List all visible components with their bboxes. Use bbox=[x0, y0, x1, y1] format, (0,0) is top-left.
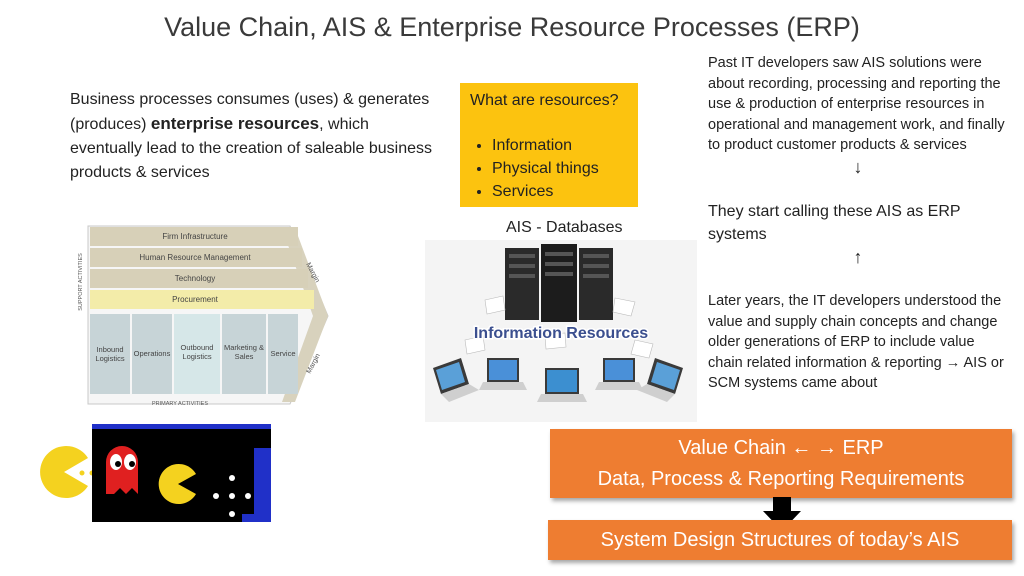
bidirectional-arrow-icon: ← → bbox=[791, 437, 837, 459]
resources-item: Information bbox=[492, 134, 638, 157]
value-chain-erp-box: Value Chain ← → ERP Data, Process & Repo… bbox=[550, 429, 1012, 498]
para-later-years-end: AIS or SCM systems came about bbox=[708, 354, 1004, 392]
para-later-years: Later years, the IT developers understoo… bbox=[708, 293, 1002, 371]
system-design-box: System Design Structures of today’s AIS bbox=[548, 520, 1012, 560]
pacman-game-image bbox=[92, 424, 271, 522]
erp-text: ERP bbox=[836, 437, 884, 459]
down-block-arrow-icon bbox=[763, 497, 801, 531]
value-chain-text: Value Chain bbox=[678, 437, 792, 459]
intro-bold: enterprise resources bbox=[150, 114, 320, 133]
value-chain-erp-line2: Data, Process & Reporting Requirements bbox=[597, 468, 965, 490]
info-resources-label: Information Resources bbox=[474, 325, 648, 342]
intro-before: Business processes consumes (uses) & gen… bbox=[70, 91, 430, 133]
primary-activities-label: PRIMARY ACTIVITIES bbox=[152, 401, 208, 407]
intro-after: , which eventually lead to the creation … bbox=[70, 116, 433, 181]
right-column-para2: They start calling these AIS as ERP syst… bbox=[708, 200, 1008, 268]
primary-marketing: Marketing &Sales bbox=[224, 343, 264, 361]
support-firm-infrastructure: Firm Infrastructure bbox=[162, 232, 228, 241]
right-column-para1: Past IT developers saw AIS solutions wer… bbox=[708, 53, 1008, 178]
support-activities-label: SUPPORT ACTIVITIES bbox=[78, 253, 84, 311]
laptop-icon bbox=[433, 358, 683, 402]
para-past-it: Past IT developers saw AIS solutions wer… bbox=[708, 55, 1005, 154]
resources-item: Services bbox=[492, 180, 638, 203]
support-hrm: Human Resource Management bbox=[139, 253, 251, 262]
resources-item: Physical things bbox=[492, 157, 638, 180]
right-arrow-icon: → bbox=[945, 354, 961, 371]
intro-text: Business processes consumes (uses) & gen… bbox=[70, 88, 445, 185]
primary-service: Service bbox=[270, 349, 295, 358]
pacman-inner-icon bbox=[158, 464, 196, 504]
up-arrow-icon: ↑ bbox=[853, 247, 863, 267]
value-chain-diagram: Firm Infrastructure Human Resource Manag… bbox=[78, 225, 329, 407]
page-title: Value Chain, AIS & Enterprise Resource P… bbox=[164, 12, 860, 42]
support-procurement: Procurement bbox=[172, 295, 219, 304]
support-technology: Technology bbox=[175, 274, 215, 283]
ghost-icon bbox=[106, 446, 138, 494]
ais-databases-label: AIS - Databases bbox=[506, 219, 623, 236]
right-column-para3: Later years, the IT developers understoo… bbox=[708, 291, 1008, 394]
down-arrow-icon: ↓ bbox=[853, 156, 863, 177]
resources-heading: What are resources? bbox=[470, 92, 619, 109]
server-rack-icon bbox=[505, 244, 613, 322]
pacman-icon bbox=[40, 446, 95, 498]
value-chain-erp-line1: Value Chain ← → ERP bbox=[550, 433, 1012, 464]
resources-box: What are resources? Information Physical… bbox=[460, 83, 638, 207]
resources-list: Information Physical things Services bbox=[460, 134, 638, 203]
database-network-illustration: Information Resources bbox=[425, 240, 697, 422]
para-erp-systems: They start calling these AIS as ERP syst… bbox=[708, 203, 961, 243]
primary-operations: Operations bbox=[134, 349, 171, 358]
